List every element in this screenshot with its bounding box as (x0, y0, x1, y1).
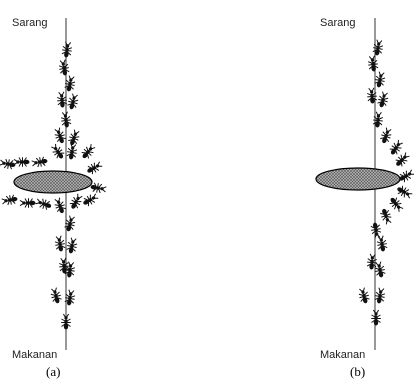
obstacle (315, 167, 401, 191)
nest-label: Sarang (12, 17, 47, 29)
nest-label: Sarang (320, 17, 355, 29)
food-label: Makanan (320, 349, 365, 361)
obstacle (13, 170, 93, 194)
panel-b: Sarang Makanan (b) (315, 17, 414, 379)
panel-caption: (b) (350, 364, 365, 379)
panel-caption: (a) (46, 364, 60, 379)
food-label: Makanan (12, 349, 57, 361)
panel-a: Sarang Makanan (a) (0, 17, 108, 379)
